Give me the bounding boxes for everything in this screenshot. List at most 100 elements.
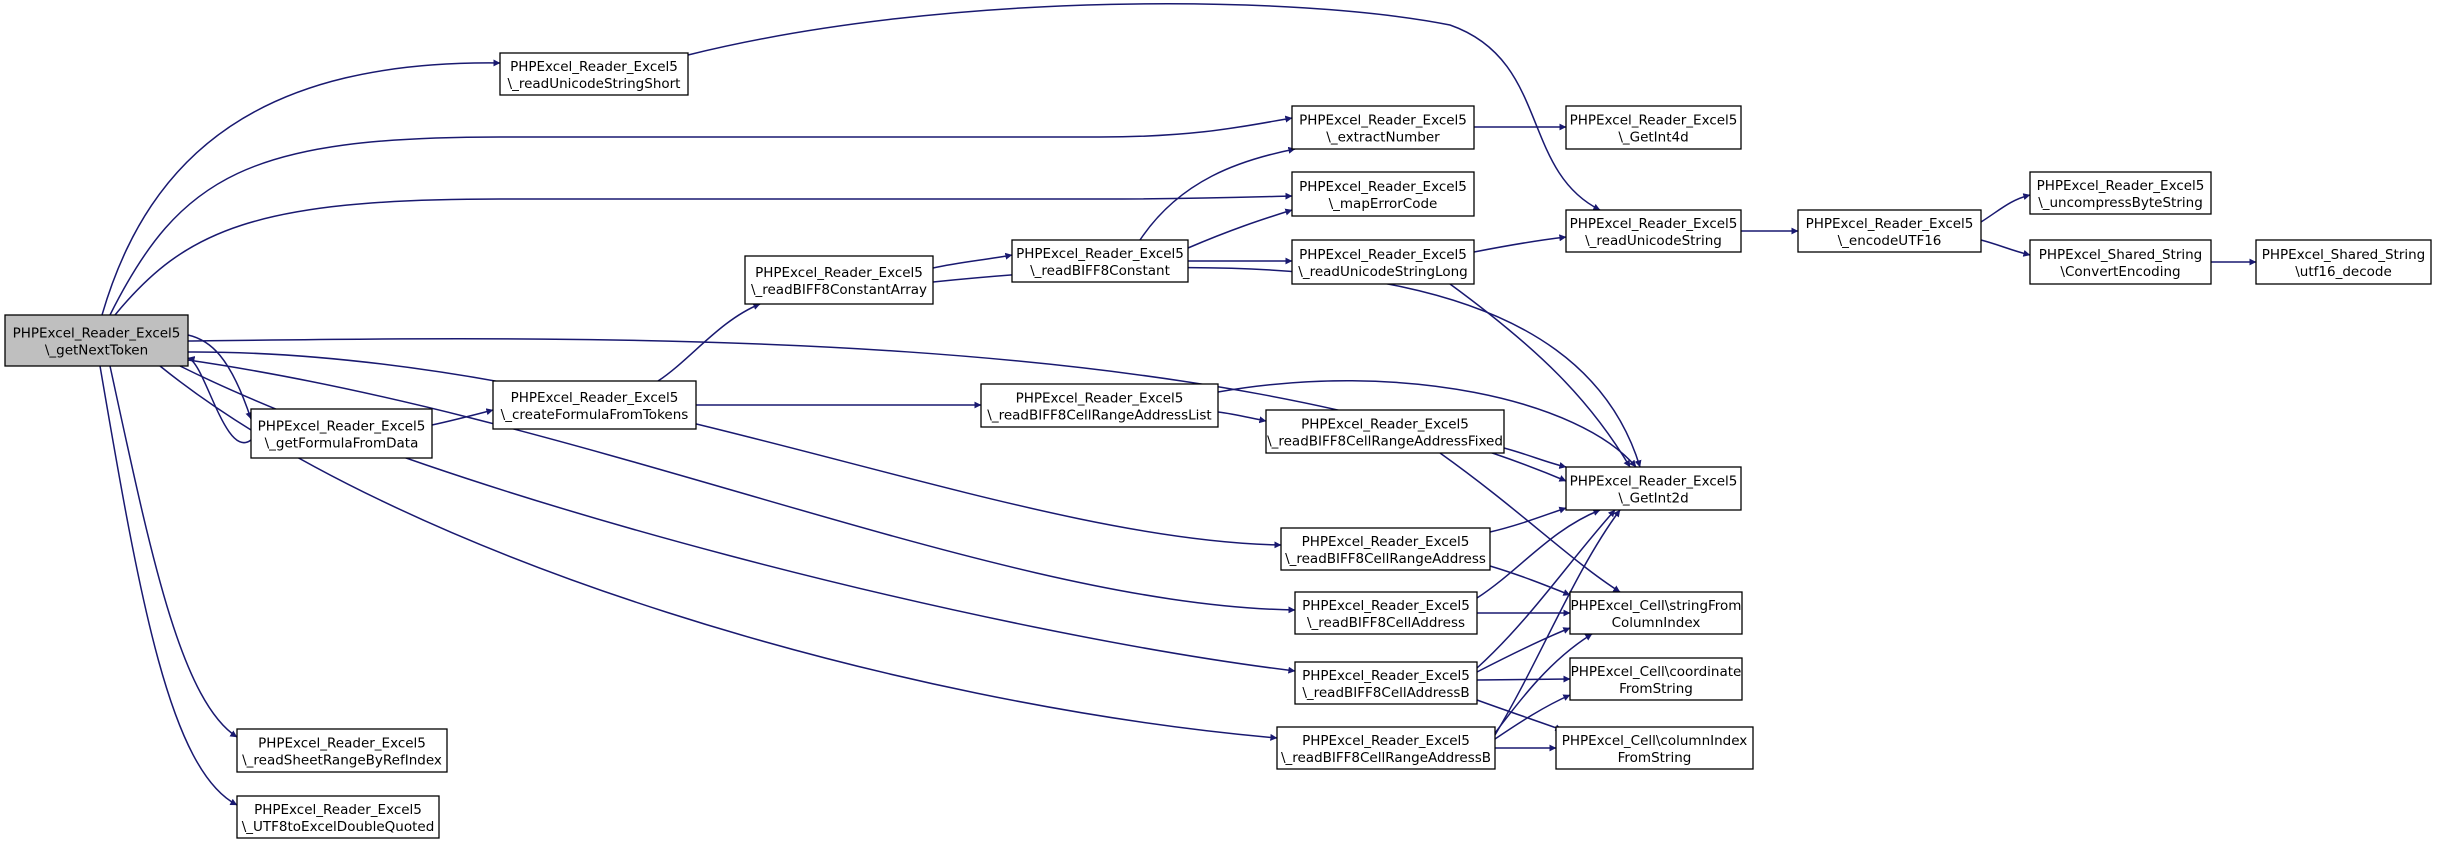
edge-getNextToken-to-readSheetRangeByRefIndex: [109, 365, 238, 738]
node-mapErrorCode[interactable]: PHPExcel_Reader_Excel5\_mapErrorCode: [1291, 171, 1475, 217]
node-label-method: \_getNextToken: [45, 343, 148, 359]
node-readBIFF8CellRangeAddressList[interactable]: PHPExcel_Reader_Excel5\_readBIFF8CellRan…: [980, 383, 1219, 428]
node-label-method: \_uncompressByteString: [2038, 195, 2203, 211]
edge-readBIFF8CellRangeAddressB-to-coordinateFromString: [1494, 694, 1571, 740]
node-label-method: \_readUnicodeStringLong: [1298, 264, 1467, 280]
node-GetInt4d[interactable]: PHPExcel_Reader_Excel5\_GetInt4d: [1565, 105, 1742, 150]
node-box[interactable]: [250, 408, 433, 459]
node-label-class: PHPExcel_Shared_String: [2262, 247, 2426, 263]
node-label-method: \_GetInt2d: [1618, 491, 1688, 507]
node-readBIFF8Constant[interactable]: PHPExcel_Reader_Excel5\_readBIFF8Constan…: [1011, 239, 1189, 283]
node-box[interactable]: [2029, 171, 2212, 215]
node-encodeUTF16[interactable]: PHPExcel_Reader_Excel5\_encodeUTF16: [1797, 209, 1982, 253]
edge-readBIFF8CellAddressB-to-stringFromColumnIndex: [1476, 627, 1571, 673]
node-box[interactable]: [492, 380, 697, 430]
node-box[interactable]: [499, 52, 689, 96]
node-label-method: FromString: [1619, 681, 1693, 697]
node-box[interactable]: [236, 728, 448, 773]
node-box[interactable]: [1569, 657, 1743, 701]
node-box[interactable]: [1291, 239, 1475, 285]
node-label-class: PHPExcel_Reader_Excel5: [1302, 668, 1470, 684]
node-label-class: PHPExcel_Reader_Excel5: [1016, 391, 1184, 407]
node-label-method: FromString: [1618, 750, 1692, 766]
edge-getFormulaFromData-to-createFormulaFromTokens: [431, 408, 494, 426]
node-box[interactable]: [1565, 105, 1742, 150]
node-box[interactable]: [1565, 209, 1742, 253]
node-label-class: PHPExcel_Reader_Excel5: [1570, 216, 1738, 232]
node-readUnicodeStringShort[interactable]: PHPExcel_Reader_Excel5\_readUnicodeStrin…: [499, 52, 689, 96]
node-readUnicodeStringLong[interactable]: PHPExcel_Reader_Excel5\_readUnicodeStrin…: [1291, 239, 1475, 285]
node-label-class: PHPExcel_Reader_Excel5: [1301, 417, 1469, 433]
node-label-class: PHPExcel_Shared_String: [2039, 247, 2203, 263]
node-box[interactable]: [1280, 527, 1491, 571]
node-UTF8toExcelDoubleQuoted[interactable]: PHPExcel_Reader_Excel5\_UTF8toExcelDoubl…: [236, 795, 440, 839]
node-label-method: \_readBIFF8CellRangeAddressFixed: [1267, 434, 1503, 450]
edge-readUnicodeStringLong-to-readUnicodeString: [1473, 234, 1567, 253]
edge-readBIFF8Constant-to-mapErrorCode: [1187, 208, 1293, 249]
node-utf16_decode[interactable]: PHPExcel_Shared_String\utf16_decode: [2255, 239, 2432, 285]
node-box[interactable]: [744, 255, 934, 305]
node-readBIFF8CellRangeAddress[interactable]: PHPExcel_Reader_Excel5\_readBIFF8CellRan…: [1280, 527, 1491, 571]
node-box[interactable]: [1011, 239, 1189, 283]
node-label-class: PHPExcel_Reader_Excel5: [755, 265, 923, 281]
edge-readBIFF8CellRangeAddressB-to-stringFromColumnIndex: [1494, 633, 1593, 734]
node-label-class: PHPExcel_Reader_Excel5: [1570, 474, 1738, 490]
node-label-method: \utf16_decode: [2295, 264, 2392, 280]
node-getNextToken[interactable]: PHPExcel_Reader_Excel5\_getNextToken: [4, 314, 189, 367]
node-readBIFF8CellRangeAddressB[interactable]: PHPExcel_Reader_Excel5\_readBIFF8CellRan…: [1276, 726, 1496, 770]
node-label-method: \_readBIFF8CellAddress: [1307, 615, 1465, 631]
node-readUnicodeString[interactable]: PHPExcel_Reader_Excel5\_readUnicodeStrin…: [1565, 209, 1742, 253]
node-box[interactable]: [4, 314, 189, 367]
edge-readBIFF8ConstantArray-to-readBIFF8Constant: [932, 252, 1013, 269]
node-box[interactable]: [1276, 726, 1496, 770]
edge-getNextToken-to-readUnicodeStringShort: [101, 59, 501, 316]
edge-readBIFF8Constant-to-extractNumber: [1139, 146, 1296, 241]
node-readBIFF8ConstantArray[interactable]: PHPExcel_Reader_Excel5\_readBIFF8Constan…: [744, 255, 934, 305]
edge-readBIFF8CellAddressB-to-columnIndexFromString: [1476, 699, 1563, 732]
node-box[interactable]: [1291, 171, 1475, 217]
node-readBIFF8CellAddress[interactable]: PHPExcel_Reader_Excel5\_readBIFF8CellAdd…: [1294, 591, 1478, 635]
node-label-class: PHPExcel_Reader_Excel5: [1016, 246, 1184, 262]
node-getFormulaFromData[interactable]: PHPExcel_Reader_Excel5\_getFormulaFromDa…: [250, 408, 433, 459]
node-readSheetRangeByRefIndex[interactable]: PHPExcel_Reader_Excel5\_readSheetRangeBy…: [236, 728, 448, 773]
node-box[interactable]: [1797, 209, 1982, 253]
edge-getNextToken-to-extractNumber: [109, 115, 1293, 316]
node-uncompressByteString[interactable]: PHPExcel_Reader_Excel5\_uncompressByteSt…: [2029, 171, 2212, 215]
node-GetInt2d[interactable]: PHPExcel_Reader_Excel5\_GetInt2d: [1565, 466, 1742, 511]
node-box[interactable]: [1291, 105, 1475, 150]
node-label-method: \ConvertEncoding: [2060, 264, 2180, 280]
node-box[interactable]: [236, 795, 440, 839]
node-label-class: PHPExcel_Reader_Excel5: [1570, 113, 1738, 129]
edge-readBIFF8CellRangeAddressList-to-readBIFF8CellRangeAddressFixed: [1217, 411, 1267, 424]
node-label-method: \_GetInt4d: [1618, 130, 1688, 146]
edge-readBIFF8CellRangeAddress-to-stringFromColumnIndex: [1489, 565, 1571, 596]
node-readBIFF8CellRangeAddressFixed[interactable]: PHPExcel_Reader_Excel5\_readBIFF8CellRan…: [1265, 409, 1505, 454]
node-box[interactable]: [1555, 726, 1754, 770]
node-createFormulaFromTokens[interactable]: PHPExcel_Reader_Excel5\_createFormulaFro…: [492, 380, 697, 430]
node-box[interactable]: [1565, 466, 1742, 511]
node-label-class: PHPExcel_Cell\stringFrom: [1571, 598, 1742, 614]
edge-encodeUTF16-to-ConvertEncoding: [1980, 239, 2031, 257]
node-box[interactable]: [1569, 591, 1743, 635]
node-label-class: PHPExcel_Cell\coordinate: [1571, 664, 1742, 680]
node-box[interactable]: [980, 383, 1219, 428]
node-label-class: PHPExcel_Reader_Excel5: [1302, 598, 1470, 614]
node-box[interactable]: [1294, 661, 1478, 705]
node-box[interactable]: [1294, 591, 1478, 635]
node-ConvertEncoding[interactable]: PHPExcel_Shared_String\ConvertEncoding: [2029, 239, 2212, 285]
node-box[interactable]: [2029, 239, 2212, 285]
node-box[interactable]: [2255, 239, 2432, 285]
node-readBIFF8CellAddressB[interactable]: PHPExcel_Reader_Excel5\_readBIFF8CellAdd…: [1294, 661, 1478, 705]
node-extractNumber[interactable]: PHPExcel_Reader_Excel5\_extractNumber: [1291, 105, 1475, 150]
node-label-class: PHPExcel_Reader_Excel5: [2037, 178, 2205, 194]
edge-getNextToken-to-readBIFF8CellRangeAddress: [187, 351, 1282, 549]
node-label-class: PHPExcel_Reader_Excel5: [254, 802, 422, 818]
node-label-class: PHPExcel_Reader_Excel5: [511, 390, 679, 406]
node-label-method: \_readBIFF8ConstantArray: [751, 282, 927, 298]
node-box[interactable]: [1265, 409, 1505, 454]
node-label-method: \_createFormulaFromTokens: [501, 407, 689, 423]
node-label-method: \_readBIFF8CellRangeAddressB: [1281, 750, 1491, 766]
